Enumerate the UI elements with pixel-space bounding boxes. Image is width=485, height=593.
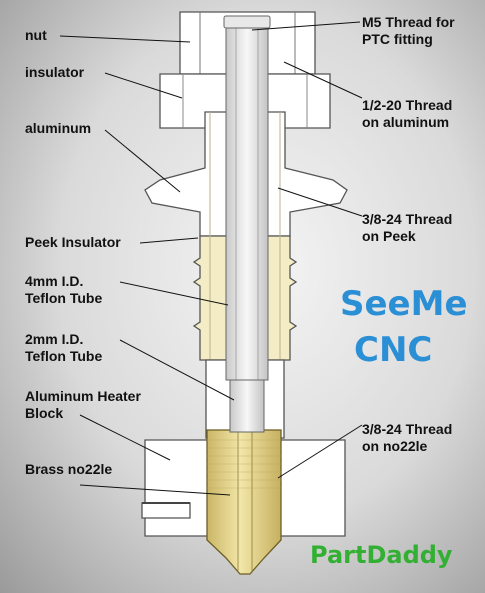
label-peek-thread-line2: on Peek [362,228,416,244]
label-teflon-4mm-line1: 4mm I.D. [25,273,84,289]
label-m5-line1: M5 Thread for [362,14,455,30]
seeme-logo-line1: SeeMe [340,284,468,324]
label-nut: nut [25,27,47,43]
label-teflon-2mm-line2: Teflon Tube [25,348,103,364]
label-half-thread-line2: on aluminum [362,114,450,130]
label-no22le-thread-line2: on no22le [362,438,428,454]
partdaddy-logo: PartDaddy [310,541,453,569]
label-teflon-2mm-line1: 2mm I.D. [25,331,84,347]
label-half-thread-line1: 1/2-20 Thread [362,97,453,113]
label-no22le-thread-line1: 3/8-24 Thread [362,421,453,437]
seeme-logo-line2: CNC [354,330,433,370]
label-heater-line1: Aluminum Heater [25,388,141,404]
label-heater-line2: Block [25,405,64,421]
leader-lines [59,21,363,496]
teflon-tube-2mm-part [229,379,265,433]
label-peek-insulator: Peek Insulator [25,234,121,250]
label-peek-thread-line1: 3/8-24 Thread [362,211,453,227]
label-m5-line2: PTC fitting [362,31,433,47]
teflon-tube-4mm-part [225,21,269,381]
label-brass-nozzle: Brass no22le [25,461,113,477]
label-aluminum: aluminum [25,120,92,136]
label-insulator: insulator [25,64,85,80]
brass-nozzle-part [206,429,282,575]
label-teflon-4mm-line2: Teflon Tube [25,290,103,306]
